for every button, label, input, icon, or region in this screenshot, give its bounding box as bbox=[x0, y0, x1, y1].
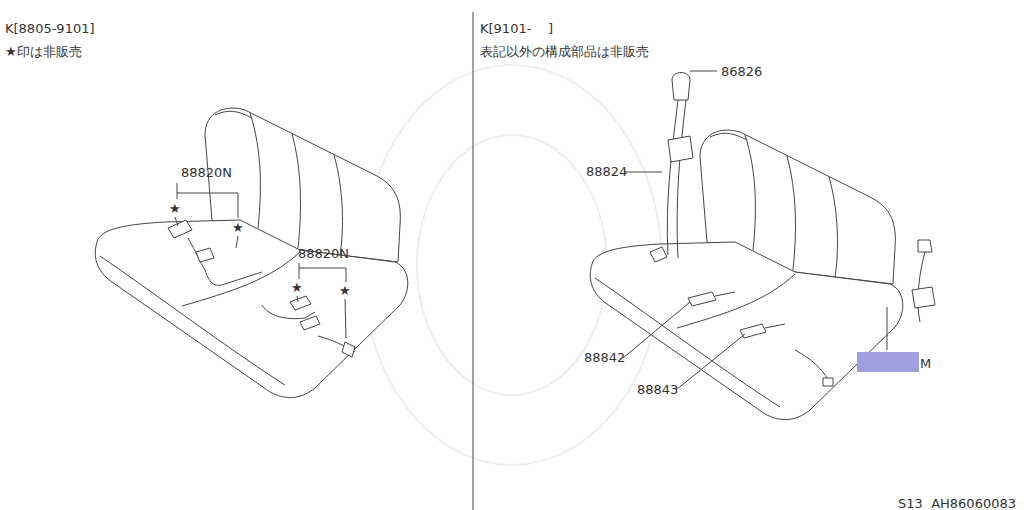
part-number: 88843 bbox=[637, 383, 678, 396]
part-number: 88824 bbox=[586, 165, 627, 178]
variant-heading: K[9101- ] bbox=[480, 22, 553, 35]
note: 表記以外の構成部品は非販売 bbox=[480, 45, 649, 58]
part-number: 88820N bbox=[181, 166, 232, 179]
drawing-code: S13 AH86060083 bbox=[898, 497, 1016, 510]
variant-heading: K[8805-9101] bbox=[5, 22, 95, 35]
panel-divider bbox=[473, 12, 474, 510]
star-mark: ★ bbox=[169, 202, 181, 215]
note: ★印は非販売 bbox=[5, 45, 82, 58]
area-code: M bbox=[920, 357, 931, 370]
leader-lines bbox=[175, 71, 887, 390]
part-number: 86826 bbox=[721, 65, 762, 78]
star-mark: ★ bbox=[291, 281, 303, 294]
highlight-box: M bbox=[857, 352, 933, 372]
part-number: 88842 bbox=[584, 351, 625, 364]
rear-seat bbox=[95, 108, 408, 397]
star-mark: ★ bbox=[339, 284, 351, 297]
highlight-fill bbox=[857, 352, 919, 372]
star-mark: ★ bbox=[232, 221, 244, 234]
part-number: 88820N bbox=[298, 247, 349, 260]
seat-belts bbox=[168, 73, 935, 387]
